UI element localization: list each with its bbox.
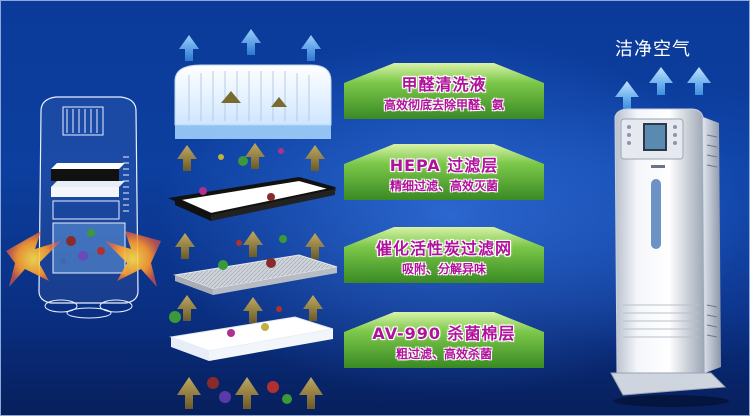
banner-arrow-shape [344, 63, 544, 119]
filter-banner-formaldehyde: 甲醛清洗液 高效彻底去除甲醛、氨 [344, 63, 544, 119]
layer-formaldehyde-drum [174, 64, 332, 139]
filter-title: AV-990 杀菌棉层 [372, 324, 516, 343]
layer-carbon-mesh [173, 254, 338, 295]
intake-arrows-bottom [177, 377, 323, 409]
particles-row-3 [169, 306, 282, 323]
filter-subtitle: 粗过滤、高效杀菌 [395, 347, 492, 361]
filter-banner-carbon: 催化活性炭过滤网 吸附、分解异味 [344, 227, 544, 283]
clean-air-label: 洁净空气 [615, 39, 691, 60]
layer-hepa-plate [168, 176, 336, 221]
filter-title: HEPA 过滤层 [389, 156, 499, 175]
intake-arrows-row-2 [175, 231, 325, 259]
banner-arrow-shape [344, 227, 544, 283]
filter-subtitle: 高效彻底去除甲醛、氨 [383, 98, 504, 112]
clean-air-arrows [615, 67, 711, 109]
filter-layers-diagram [168, 29, 338, 409]
particles-bottom [207, 377, 292, 404]
banner-arrow-shape [344, 144, 544, 200]
filter-banner-cotton: AV-990 杀菌棉层 粗过滤、高效杀菌 [344, 312, 544, 368]
filter-banner-hepa: HEPA 过滤层 精细过滤、高效灭菌 [344, 144, 544, 200]
purifier-wireframe-diagram [6, 96, 161, 319]
filter-title: 甲醛清洗液 [401, 75, 487, 94]
intake-arrows-row-1 [177, 143, 325, 171]
filter-subtitle: 精细过滤、高效灭菌 [389, 179, 498, 193]
particles-row-1 [218, 148, 284, 166]
filter-subtitle: 吸附、分解异味 [401, 262, 486, 276]
layer-cotton-slab [169, 316, 334, 361]
air-purifier-product [610, 108, 729, 407]
intake-arrows-row-3 [177, 295, 323, 323]
banner-arrow-shape [344, 312, 544, 368]
filter-title: 催化活性炭过滤网 [375, 239, 512, 258]
particles-row-2 [236, 235, 287, 246]
outflow-arrows-top [179, 29, 321, 61]
